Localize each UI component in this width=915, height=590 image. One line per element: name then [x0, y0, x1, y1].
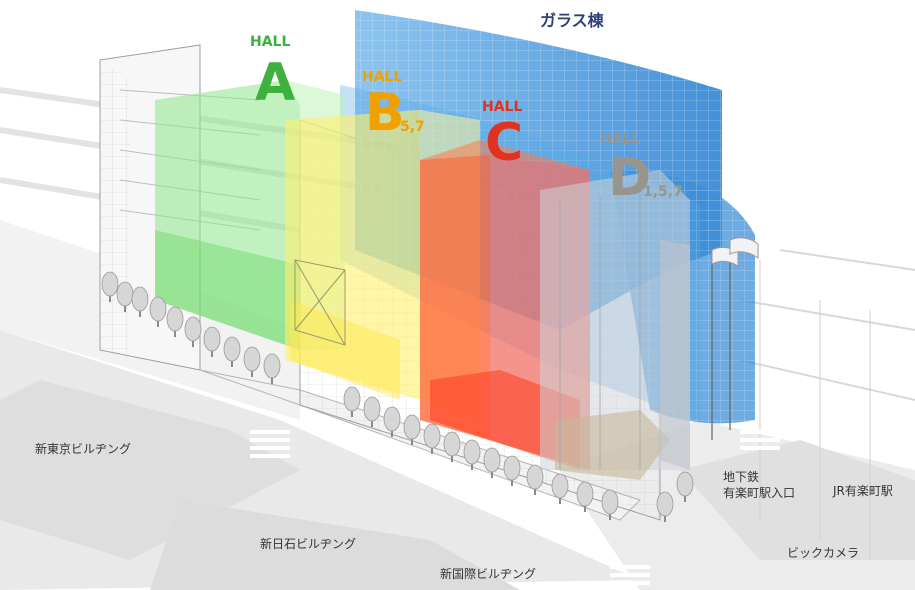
hall-d-letter: D [608, 148, 652, 208]
glass-building-label: ガラス棟 [540, 11, 604, 30]
hall-d-word: HALL [600, 132, 641, 148]
crosswalks [250, 430, 780, 585]
hall-b-floors: 5,7 [400, 119, 425, 135]
place-shin-nisseki: 新日石ビルヂング [260, 537, 357, 551]
hall-b-word: HALL [362, 69, 403, 85]
hall-a-word: HALL [250, 34, 291, 50]
hall-b-letter: B [365, 83, 405, 143]
hall-c-letter: C [485, 113, 524, 173]
place-jr: JR有楽町駅 [833, 484, 893, 498]
place-subway-line2: 有楽町駅入口 [723, 486, 796, 500]
flags [711, 237, 759, 440]
place-shin-tokyo: 新東京ビルヂング [35, 442, 132, 456]
place-bic: ビックカメラ [787, 546, 860, 560]
place-shin-kokusai: 新国際ビルヂング [440, 567, 537, 581]
hall-a-letter: A [255, 53, 296, 113]
place-subway-line1: 地下鉄 [723, 470, 760, 484]
hall-d-block [540, 170, 690, 480]
hall-c-word: HALL [482, 99, 523, 115]
hall-d-floors: 1,5,7 [643, 184, 683, 200]
ground [0, 87, 915, 590]
